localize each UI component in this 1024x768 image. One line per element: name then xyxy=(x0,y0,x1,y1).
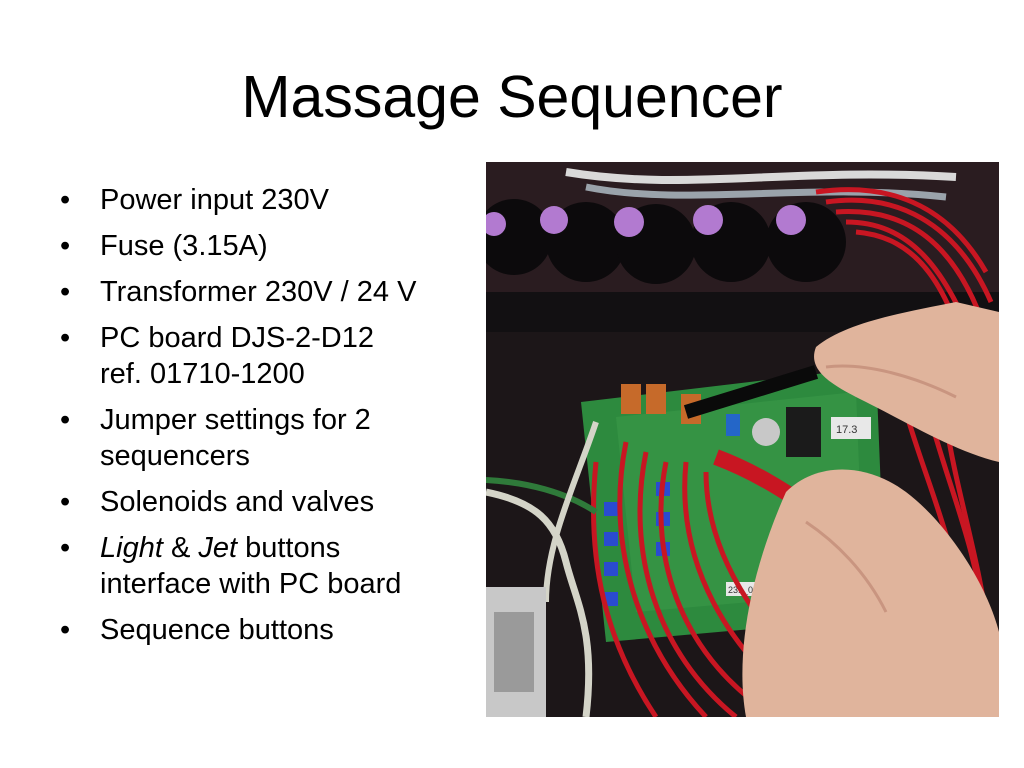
button-cap xyxy=(776,205,806,235)
button-cap xyxy=(540,206,568,234)
bullet-text: Solenoids and valves xyxy=(100,486,375,518)
bullet-item: • Light & Jet buttons interface with PC … xyxy=(58,530,488,602)
fuse-holder xyxy=(621,384,641,414)
bullet-item: • Transformer 230V / 24 V xyxy=(58,274,488,310)
button-cap xyxy=(486,212,506,236)
bullet-icon: • xyxy=(60,532,71,564)
bullet-text-continued: interface with PC board xyxy=(100,568,402,600)
bullet-text: Transformer 230V / 24 V xyxy=(100,276,417,308)
bullet-text: Sequence buttons xyxy=(100,614,334,646)
bullet-text: PC board DJS-2-D12 xyxy=(100,322,374,354)
terminal-connectors xyxy=(604,482,670,606)
bullet-icon: • xyxy=(60,404,71,436)
sequencer-photo: 17.3 231_04_00 xyxy=(486,162,999,717)
trimmer-pot xyxy=(752,418,780,446)
bullet-text: Jumper settings for 2 xyxy=(100,404,371,436)
bullet-list: • Power input 230V • Fuse (3.15A) • Tran… xyxy=(58,182,488,658)
bullet-icon: • xyxy=(60,322,71,354)
finger-crease xyxy=(805,520,888,613)
hand-upper xyxy=(814,302,999,462)
bullet-item: • Power input 230V xyxy=(58,182,488,218)
bullet-text-continued: sequencers xyxy=(100,440,250,472)
ic-chip xyxy=(786,407,821,457)
bullet-text: Light & Jet buttons xyxy=(100,530,488,566)
bullet-item: • Fuse (3.15A) xyxy=(58,228,488,264)
bullet-icon: • xyxy=(60,184,71,216)
ampersand-text: & xyxy=(162,532,199,564)
hand-lower xyxy=(742,469,999,717)
sequence-buttons xyxy=(486,199,846,284)
bullet-text-continued: ref. 01710-1200 xyxy=(100,358,305,390)
light-emphasis: Light xyxy=(100,532,163,564)
bullet-text: Fuse (3.15A) xyxy=(100,230,268,262)
bullet-item: • Solenoids and valves xyxy=(58,484,488,520)
board-label-text: 231_04_00 xyxy=(728,585,773,595)
sequencer-photo-illustration: 17.3 231_04_00 xyxy=(486,162,999,717)
bullet-icon: • xyxy=(60,230,71,262)
transformer-core xyxy=(494,612,534,692)
fuse-holder xyxy=(646,384,666,414)
board-sticker xyxy=(831,417,871,439)
bullet-item: • PC board DJS-2-D12 ref. 01710-1200 xyxy=(58,320,488,392)
bullet-item: • Sequence buttons xyxy=(58,612,488,648)
jet-emphasis: Jet xyxy=(198,532,238,564)
bullet-icon: • xyxy=(60,276,71,308)
bullet-item: • Jumper settings for 2 sequencers xyxy=(58,402,488,474)
bullet-icon: • xyxy=(60,614,71,646)
slide-title: Massage Sequencer xyxy=(241,64,783,130)
black-probe xyxy=(683,365,819,419)
white-wire xyxy=(486,488,593,717)
bullet-icon: • xyxy=(60,486,71,518)
button-cap xyxy=(693,205,723,235)
cable-white xyxy=(565,168,957,185)
finger-crease xyxy=(825,364,957,399)
bullet-text: Power input 230V xyxy=(100,184,329,216)
white-wire xyxy=(543,421,599,603)
button-cap xyxy=(614,207,644,237)
board-sticker-text: 17.3 xyxy=(836,424,857,436)
green-wire xyxy=(486,477,598,515)
buttons-text: buttons xyxy=(237,532,341,564)
blue-capacitor xyxy=(726,414,740,436)
